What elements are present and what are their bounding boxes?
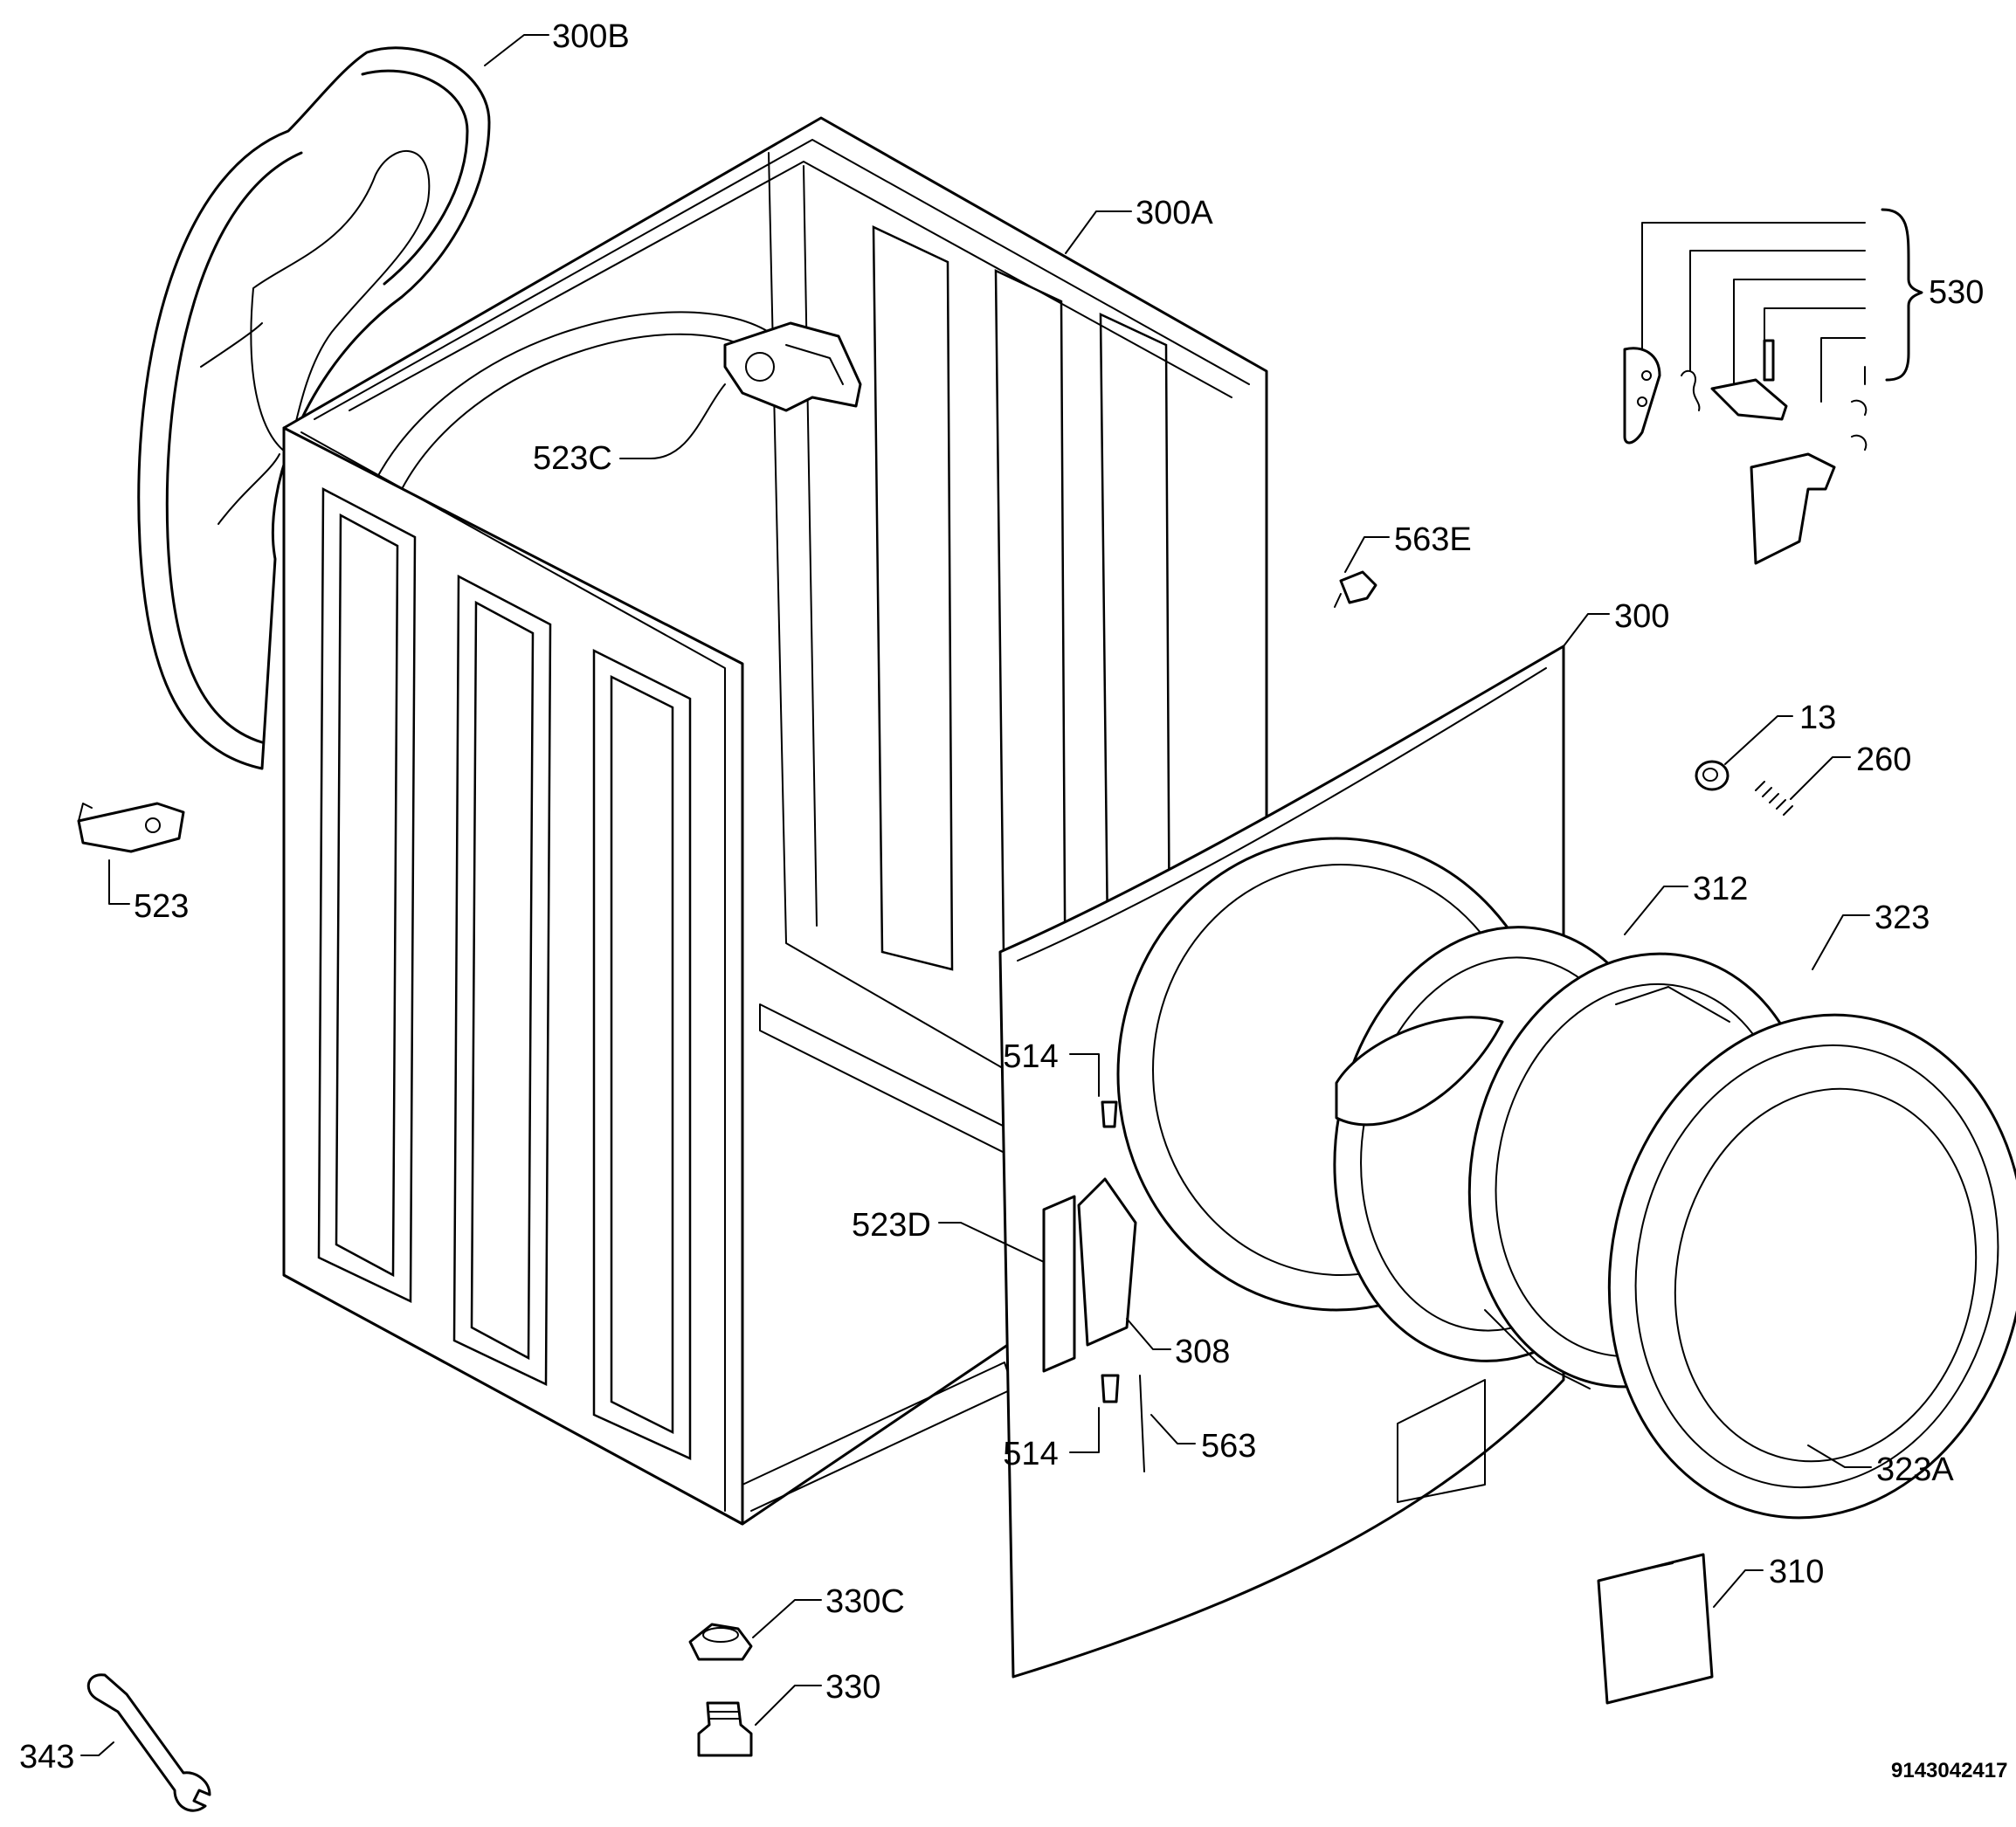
label-323: 323 — [1874, 900, 1930, 936]
part-514-pin-top — [1101, 1100, 1118, 1128]
part-13-bushing — [1695, 760, 1729, 791]
label-300b: 300B — [552, 18, 630, 55]
label-260: 260 — [1856, 741, 1911, 778]
diagram-code: 9143042417 — [1891, 1759, 2007, 1782]
part-523c-bracket — [723, 321, 862, 412]
label-563: 563 — [1201, 1428, 1256, 1465]
part-300b-rear-cover — [137, 46, 491, 770]
label-312: 312 — [1693, 871, 1748, 907]
part-530-leader-lines — [1641, 208, 1923, 403]
part-523d-hinge-bracket — [1042, 1177, 1137, 1373]
part-330c-foot-nut — [688, 1623, 753, 1661]
label-330c: 330C — [825, 1583, 905, 1620]
label-523c: 523C — [533, 440, 612, 477]
part-523-latch — [77, 802, 185, 853]
label-343: 343 — [19, 1739, 74, 1775]
part-530-lock-assembly — [1623, 339, 1868, 565]
part-330-foot — [697, 1701, 753, 1757]
part-343-spanner — [86, 1673, 211, 1812]
part-563-rod — [1139, 1375, 1145, 1472]
label-300a: 300A — [1136, 195, 1213, 231]
part-323a-outer-ring — [1607, 1013, 2016, 1520]
part-310-filter-cover — [1597, 1553, 1714, 1705]
label-300: 300 — [1614, 598, 1669, 635]
label-523d: 523D — [852, 1207, 931, 1244]
part-labels: 300B 300A 530 523C 563E 300 13 260 523 3… — [19, 18, 2007, 1782]
part-260-spring — [1755, 781, 1793, 816]
label-13: 13 — [1799, 700, 1836, 736]
label-310: 310 — [1769, 1554, 1824, 1590]
leader-lines — [80, 34, 1872, 1756]
label-523: 523 — [134, 888, 189, 925]
label-514-bottom: 514 — [1003, 1436, 1058, 1472]
label-308: 308 — [1175, 1334, 1230, 1370]
label-563e: 563E — [1394, 521, 1472, 558]
label-323a: 323A — [1876, 1451, 1954, 1488]
label-330: 330 — [825, 1669, 880, 1706]
part-563e-switch — [1334, 570, 1377, 608]
label-514-top: 514 — [1003, 1038, 1058, 1075]
part-514-pin-bottom — [1101, 1374, 1120, 1403]
label-530: 530 — [1929, 274, 1984, 311]
